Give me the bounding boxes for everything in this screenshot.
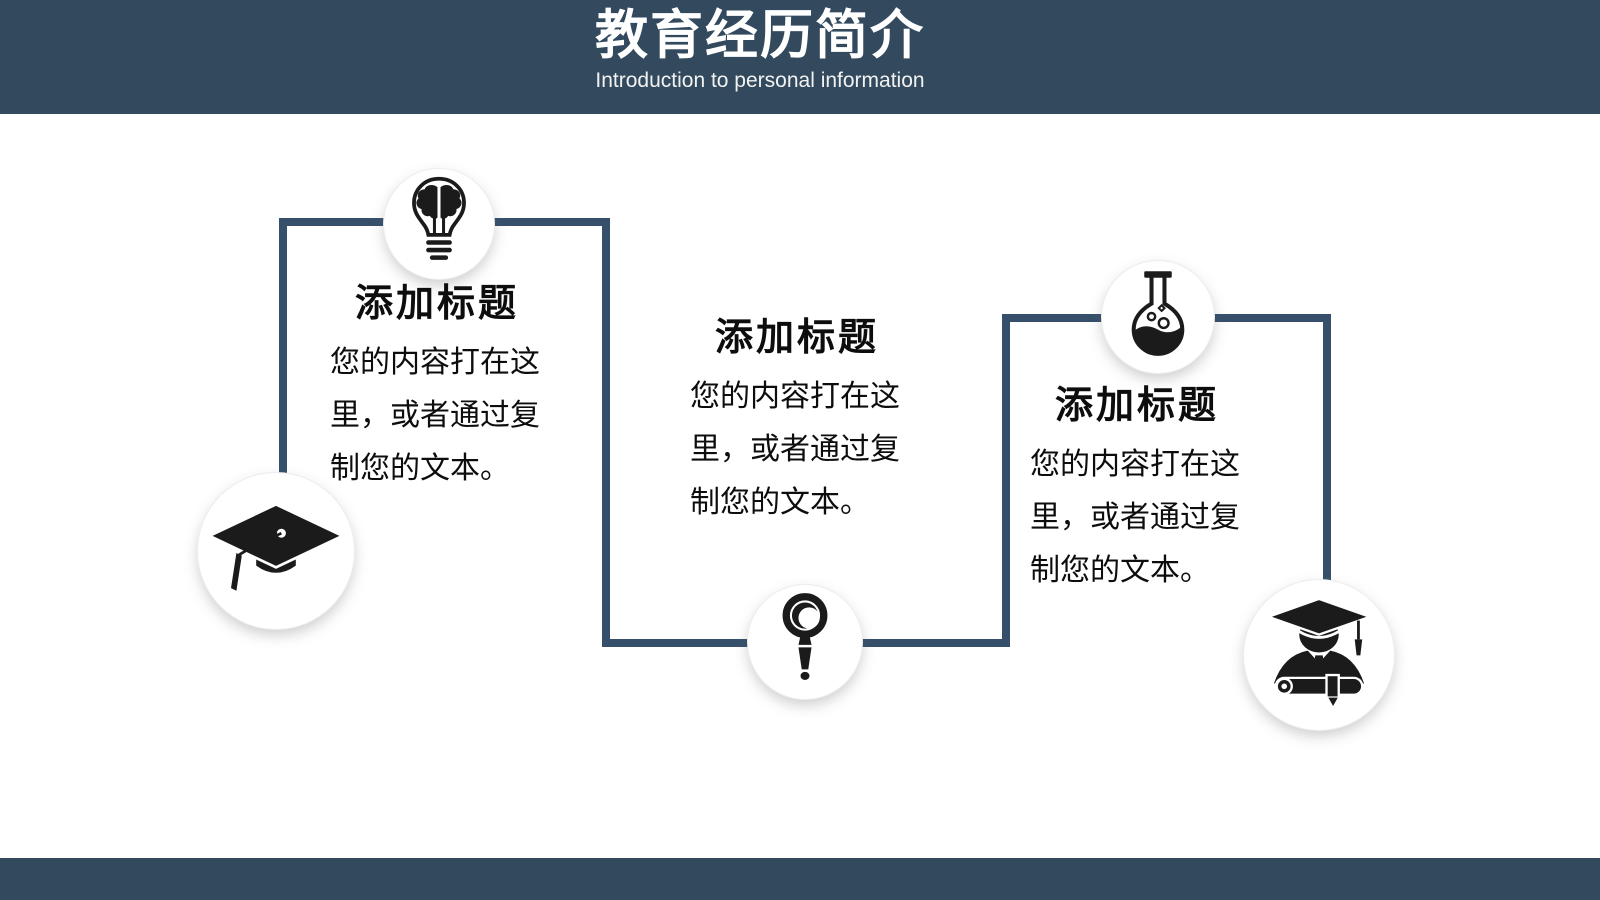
text-block-3-body: 您的内容打在这 里，或者通过复 制您的文本。 — [1030, 438, 1244, 597]
graduate-scholar-icon — [1257, 597, 1381, 713]
text-block-2-body: 您的内容打在这 里，或者通过复 制您的文本。 — [690, 370, 904, 529]
milestone-circle-science — [1102, 261, 1214, 373]
footer-band — [0, 858, 1600, 900]
header-band: 教育经历简介 Introduction to personal informat… — [0, 0, 1600, 114]
graduation-cap-icon — [204, 499, 348, 603]
slide-title: 教育经历简介 — [595, 6, 925, 65]
text-block-2: 添加标题 您的内容打在这 里，或者通过复 制您的文本。 — [690, 316, 904, 529]
brain-bulb-icon — [401, 175, 477, 274]
text-block-1-line-2: 里，或者通过复 — [330, 399, 540, 432]
magnifier-icon — [774, 591, 836, 694]
connector-vertical-left — [279, 218, 287, 478]
connector-vertical-right-up — [1002, 314, 1010, 647]
text-block-1-line-3: 制您的文本。 — [330, 452, 510, 485]
text-block-1-line-1: 您的内容打在这 — [330, 346, 540, 379]
milestone-circle-research — [748, 585, 862, 699]
text-block-2-line-1: 您的内容打在这 — [690, 380, 900, 413]
text-block-1-title: 添加标题 — [354, 283, 519, 325]
milestone-circle-degree — [1244, 580, 1394, 730]
connector-vertical-far-right — [1323, 314, 1331, 580]
text-block-2-line-2: 里，或者通过复 — [690, 433, 900, 466]
text-block-2-line-3: 制您的文本。 — [690, 486, 870, 519]
text-block-3-title: 添加标题 — [1054, 385, 1219, 427]
text-block-3: 添加标题 您的内容打在这 里，或者通过复 制您的文本。 — [1030, 384, 1244, 597]
text-block-3-line-3: 制您的文本。 — [1030, 554, 1210, 587]
connector-vertical-middle — [602, 218, 610, 647]
text-block-3-line-2: 里，或者通过复 — [1030, 501, 1240, 534]
flask-icon — [1124, 268, 1192, 367]
text-block-1-body: 您的内容打在这 里，或者通过复 制您的文本。 — [330, 336, 544, 495]
milestone-circle-graduation — [198, 473, 354, 629]
header-text-group: 教育经历简介 Introduction to personal informat… — [0, 4, 1520, 93]
milestone-circle-idea — [384, 169, 494, 279]
text-block-1: 添加标题 您的内容打在这 里，或者通过复 制您的文本。 — [330, 282, 544, 495]
text-block-3-line-1: 您的内容打在这 — [1030, 448, 1240, 481]
text-block-2-title: 添加标题 — [714, 317, 879, 359]
slide-subtitle: Introduction to personal information — [595, 69, 925, 92]
